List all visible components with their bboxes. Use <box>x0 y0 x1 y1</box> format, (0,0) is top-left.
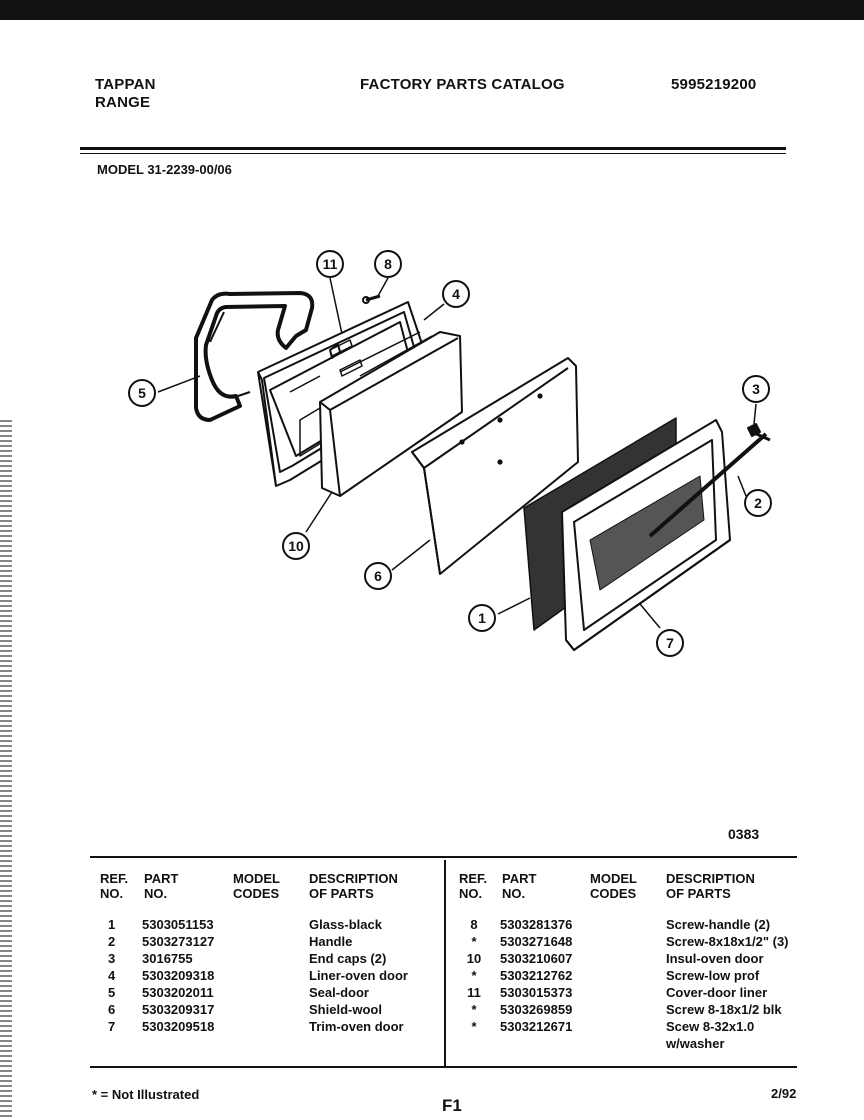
scan-top-bar <box>0 0 864 20</box>
figure-code: 0383 <box>728 826 760 842</box>
table-cell: Liner-oven door <box>309 968 408 983</box>
table-cell: Screw-handle (2) <box>666 917 771 932</box>
not-illustrated-note: * = Not Illustrated <box>92 1087 200 1102</box>
table-cell: Screw-8x18x1/2" (3) <box>666 934 789 949</box>
header-ref: REF.NO. <box>100 871 129 901</box>
table-cell: 5303212671 <box>500 1019 573 1034</box>
brand-line-1: TAPPAN <box>95 76 156 93</box>
part-cover-door-liner <box>329 343 341 359</box>
table-cell: End caps (2) <box>309 951 387 966</box>
table-cell: 2 <box>108 934 116 949</box>
left-description-column: Glass-black Handle End caps (2) Liner-ov… <box>309 916 408 1035</box>
table-cell: 5303212762 <box>500 968 573 983</box>
scan-left-edge <box>0 420 12 1120</box>
callout-5: 5 <box>138 385 146 401</box>
catalog-number: 5995219200 <box>671 76 757 93</box>
part-seal-door <box>194 291 315 422</box>
table-cell: w/washer <box>666 1036 725 1051</box>
callout-11: 11 <box>323 256 338 272</box>
callout-3: 3 <box>752 381 760 397</box>
table-cell: * <box>471 968 477 983</box>
callout-7: 7 <box>666 635 674 651</box>
table-cell: Glass-black <box>309 917 382 932</box>
callout-8: 8 <box>384 256 392 272</box>
header-rule <box>80 147 786 150</box>
table-cell: 5303209318 <box>142 968 215 983</box>
page-title: FACTORY PARTS CATALOG <box>360 76 565 93</box>
left-ref-column: 1 2 3 4 5 6 7 <box>108 916 115 1035</box>
right-part-column: 5303281376 5303271648 5303210607 5303212… <box>500 916 572 1052</box>
part-screw-handle <box>362 294 381 304</box>
table-cell: Trim-oven door <box>309 1019 404 1034</box>
table-cell: 3016755 <box>142 951 193 966</box>
header-ref-right: REF.NO. <box>459 871 488 901</box>
table-cell: 5303015373 <box>500 985 573 1000</box>
table-cell: 5303202011 <box>142 985 214 1000</box>
table-cell: Scew 8-32x1.0 <box>666 1019 755 1034</box>
table-cell: 5303210607 <box>500 951 573 966</box>
table-cell: 5303209317 <box>142 1002 215 1017</box>
right-ref-column: 8 * 10 * 11 * * <box>459 916 489 1052</box>
table-cell: 10 <box>466 951 482 966</box>
brand-line-2: RANGE <box>95 94 151 111</box>
part-trim-oven-door <box>561 419 731 651</box>
header-rule-thin <box>80 153 786 154</box>
table-cell: Screw-low prof <box>666 968 760 983</box>
callout-1: 1 <box>478 610 486 626</box>
callout-4: 4 <box>452 286 460 302</box>
callout-2: 2 <box>754 495 762 511</box>
table-cell: 5 <box>108 985 116 1000</box>
table-top-rule <box>90 856 797 858</box>
table-cell: 6 <box>108 1002 116 1017</box>
table-cell: Screw 8-18x1/2 blk <box>666 1002 782 1017</box>
revision-date: 2/92 <box>771 1086 797 1101</box>
table-bottom-rule <box>90 1066 797 1068</box>
table-cell: 5303269859 <box>500 1002 573 1017</box>
table-cell: * <box>471 1019 477 1034</box>
table-cell: Cover-door liner <box>666 985 768 1000</box>
table-cell: 3 <box>108 951 116 966</box>
page-number: F1 <box>442 1096 462 1115</box>
right-description-column: Screw-handle (2) Screw-8x18x1/2" (3) Ins… <box>666 916 789 1052</box>
model-number: MODEL 31-2239-00/06 <box>97 162 232 177</box>
table-cell: * <box>471 1002 477 1017</box>
callout-10: 10 <box>288 538 304 554</box>
table-cell: 5303209518 <box>142 1019 215 1034</box>
left-part-column: 5303051153 5303273127 3016755 5303209318… <box>142 916 214 1035</box>
part-insul-oven-door <box>319 331 463 497</box>
table-cell: 4 <box>108 968 116 983</box>
callout-6: 6 <box>374 568 382 584</box>
table-cell: Insul-oven door <box>666 951 764 966</box>
table-cell: 1 <box>108 917 116 932</box>
table-cell: Seal-door <box>309 985 369 1000</box>
table-cell: * <box>471 934 477 949</box>
table-cell: 5303271648 <box>500 934 573 949</box>
table-cell: 5303051153 <box>142 917 214 932</box>
table-cell: Shield-wool <box>309 1002 382 1017</box>
table-cell: 5303281376 <box>500 917 573 932</box>
part-end-caps <box>747 423 761 437</box>
table-cell: 5303273127 <box>142 934 215 949</box>
table-cell: 11 <box>467 985 481 1000</box>
table-cell: Handle <box>309 934 353 949</box>
table-cell: 7 <box>108 1019 116 1034</box>
table-divider <box>444 860 446 1066</box>
table-cell <box>459 1035 489 1052</box>
part-shield-wool <box>411 357 579 575</box>
table-cell <box>500 1035 572 1052</box>
table-cell: 8 <box>470 917 478 932</box>
